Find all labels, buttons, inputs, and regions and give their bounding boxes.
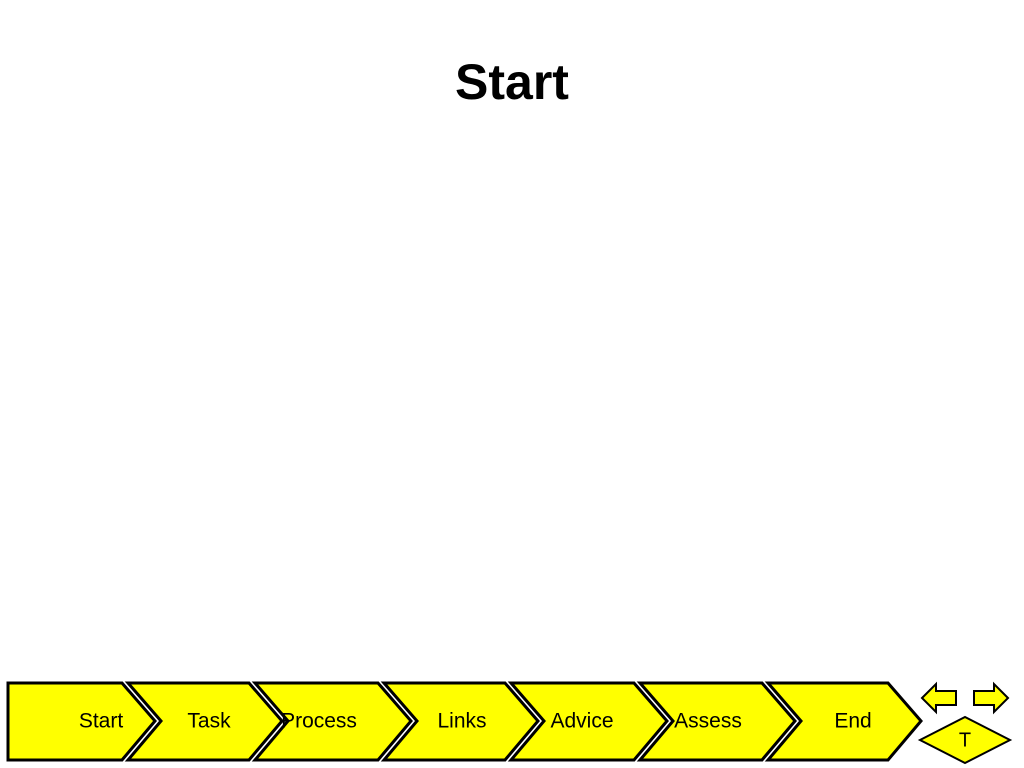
diamond-icon [917,715,1013,765]
step-navigation-svg: Start Task Process Links Advice Assess [6,681,1013,765]
top-button[interactable]: T [917,715,1013,765]
right-arrow-icon [973,681,1010,715]
nav-step-start[interactable]: Start [6,681,157,762]
next-button[interactable] [973,681,1010,715]
page-title: Start [455,54,569,110]
prev-button[interactable] [920,681,957,715]
step-navigation-bar: Start Task Process Links Advice Assess [0,676,1024,768]
left-arrow-icon [920,681,957,715]
